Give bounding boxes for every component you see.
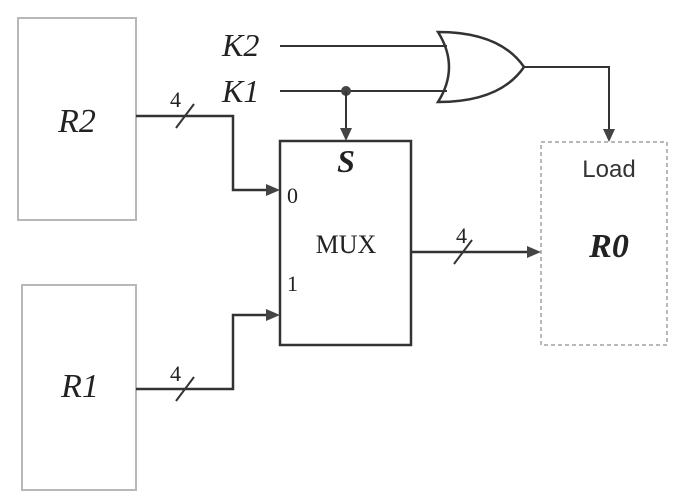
register-r0: Load R0 bbox=[540, 141, 668, 346]
r2-bus-slash bbox=[175, 103, 195, 129]
register-r1: R1 bbox=[21, 284, 137, 491]
r1-bus-arrow bbox=[266, 309, 280, 321]
mux-select-label: S bbox=[337, 143, 355, 179]
r2-bus-width: 4 bbox=[170, 87, 181, 112]
register-r2-label: R2 bbox=[57, 103, 96, 140]
register-r0-label: R0 bbox=[588, 228, 629, 265]
or-output-wire bbox=[524, 66, 610, 129]
mux-output-arrow bbox=[527, 246, 541, 258]
register-r1-label: R1 bbox=[60, 368, 99, 405]
register-r2: R2 bbox=[17, 17, 137, 221]
mux-input-0-label: 0 bbox=[287, 183, 298, 208]
r2-bus-arrow bbox=[266, 184, 280, 196]
multiplexer: S 0 MUX 1 bbox=[278, 139, 413, 347]
r1-bus bbox=[136, 313, 266, 391]
signal-k1-label: K1 bbox=[221, 73, 259, 109]
or-gate bbox=[435, 30, 526, 104]
r2-bus bbox=[136, 114, 266, 192]
load-input-label: Load bbox=[582, 156, 635, 183]
load-arrow bbox=[603, 129, 615, 142]
r1-bus-slash bbox=[175, 376, 195, 402]
k1-select-arrow bbox=[340, 128, 352, 141]
mux-title: MUX bbox=[316, 230, 377, 259]
r1-bus-width: 4 bbox=[170, 361, 181, 386]
mux-output-slash bbox=[453, 239, 473, 265]
mux-input-1-label: 1 bbox=[287, 271, 298, 296]
signal-k2-label: K2 bbox=[221, 27, 259, 63]
mux-output-width: 4 bbox=[456, 223, 467, 248]
